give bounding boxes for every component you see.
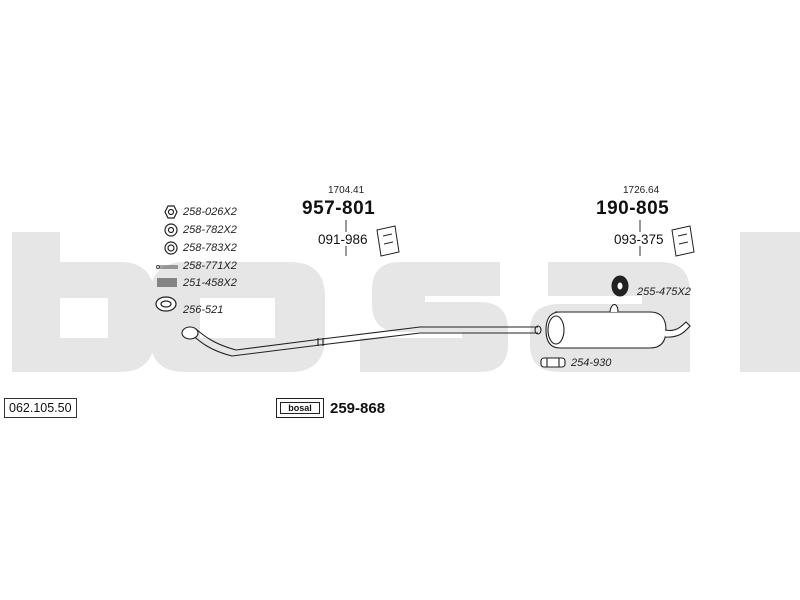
spring-icon	[157, 278, 177, 287]
front-pipe	[181, 325, 542, 357]
rubber-mount-icon	[376, 225, 400, 257]
rubber-mount-icon	[671, 225, 695, 257]
assembly-1-sub-part: 091-986	[318, 232, 368, 247]
assembly-2-sub-part: 093-375	[614, 232, 664, 247]
part-code-258-783: 258-783X2	[183, 242, 237, 254]
gasket-ring-icon	[155, 296, 177, 312]
clamp-icon	[540, 357, 566, 368]
washer-icon	[164, 223, 178, 237]
bosal-kit-logo: bosal	[276, 398, 324, 418]
part-code-251-458: 251-458X2	[183, 277, 237, 289]
kit-code: 259-868	[330, 400, 386, 417]
nut-icon	[164, 205, 178, 219]
rubber-hanger-icon	[611, 275, 629, 297]
part-code-258-771: 258-771X2	[183, 260, 237, 272]
assembly-1-ref: 1704.41	[328, 185, 365, 196]
assembly-leader-lines	[345, 220, 641, 256]
assembly-2-part: 190-805	[596, 198, 670, 219]
part-code-255-475: 255-475X2	[637, 286, 691, 298]
reference-number: 062.105.50	[4, 398, 77, 418]
rear-silencer	[545, 303, 691, 349]
assembly-2-ref: 1726.64	[623, 185, 660, 196]
assembly-1-part: 957-801	[302, 198, 376, 219]
part-code-256-521: 256-521	[183, 304, 224, 316]
bosal-logo-text: bosal	[280, 402, 320, 414]
part-code-254-930: 254-930	[571, 357, 612, 369]
bolt-icon	[156, 265, 178, 269]
part-code-258-782: 258-782X2	[183, 224, 237, 236]
spring-washer-icon	[164, 241, 178, 255]
part-code-258-026: 258-026X2	[183, 206, 237, 218]
